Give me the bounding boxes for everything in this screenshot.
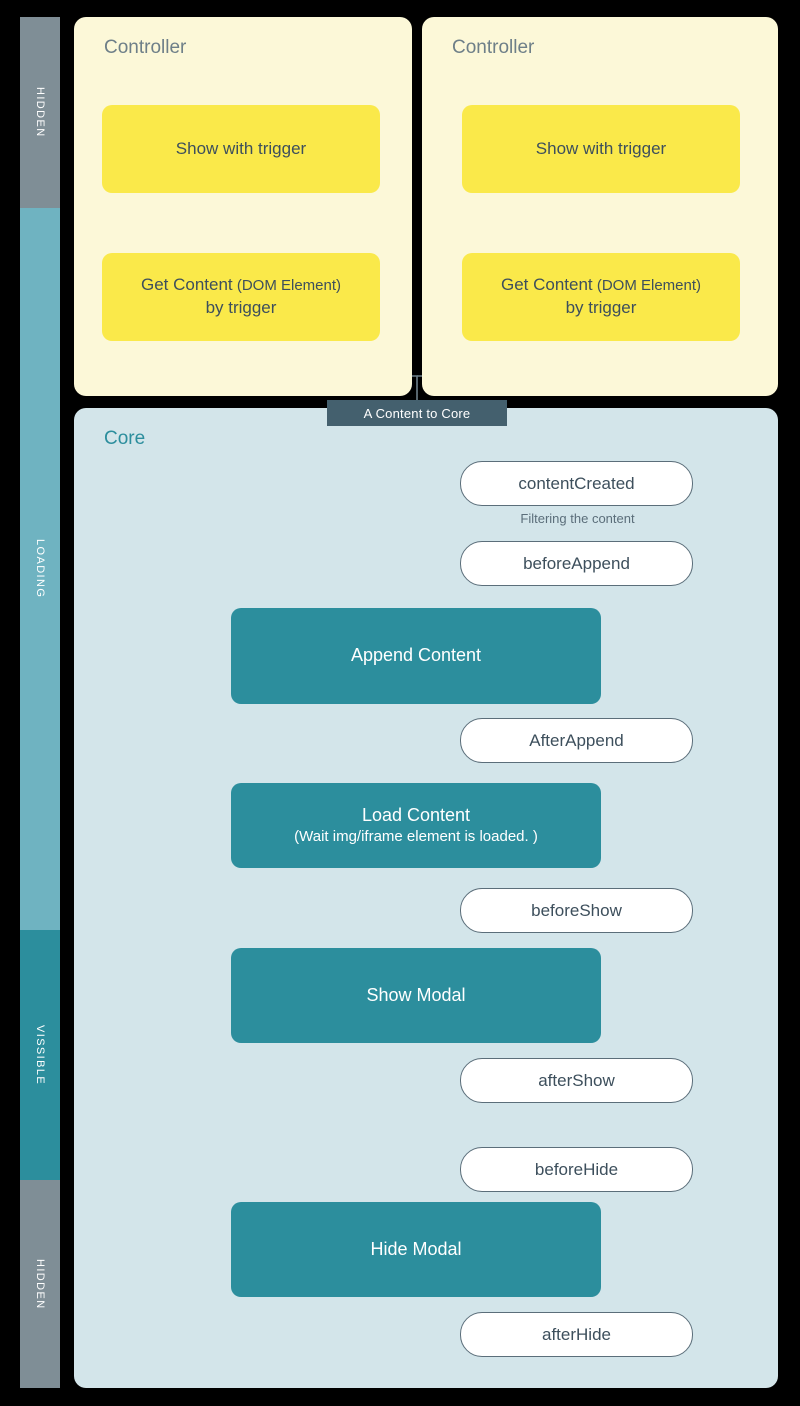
controller-panel-2: Controller Show with trigger Get Content… (422, 17, 778, 396)
state-band-label: HIDDEN (34, 1258, 46, 1310)
box-label: Get Content (140, 275, 233, 295)
panel-title: Core (104, 428, 146, 449)
box-title: Hide Modal (370, 1238, 462, 1259)
controller-panel-1: Controller Show with trigger Get Content… (74, 17, 412, 396)
event-pill-beforehide[interactable]: beforeHide (460, 1147, 693, 1192)
badge-label: A Content to Core (363, 405, 471, 421)
state-band-hidden-top: HIDDEN (20, 17, 60, 208)
show-with-trigger-box-1: Show with trigger (102, 105, 380, 193)
event-pill-afterappend[interactable]: AfterAppend (460, 718, 693, 763)
event-label: beforeHide (534, 1159, 619, 1179)
box-title: Append Content (350, 645, 482, 666)
box-label-line2: by trigger (565, 298, 637, 317)
box-label: Show with trigger (535, 138, 667, 158)
filtering-note: Filtering the content (461, 511, 694, 526)
event-label: AfterAppend (529, 730, 624, 750)
event-pill-beforeappend[interactable]: beforeAppend (460, 541, 693, 586)
box-label: Show with trigger (175, 138, 307, 158)
get-content-box-1: Get Content (DOM Element) by trigger (102, 253, 380, 341)
event-pill-aftershow[interactable]: afterShow (460, 1058, 693, 1103)
state-band-label: VISSIBLE (34, 1024, 46, 1086)
append-content-box: Append Content (231, 608, 601, 704)
hide-modal-box: Hide Modal (231, 1202, 601, 1297)
state-band-label: LOADING (34, 539, 46, 599)
panel-title: Controller (104, 37, 187, 58)
box-subtitle: (Wait img/iframe element is loaded. ) (294, 828, 538, 846)
state-band-loading: LOADING (20, 208, 60, 930)
content-to-core-badge: A Content to Core (327, 400, 507, 426)
note-text: Filtering the content (520, 511, 635, 526)
state-band-hidden-bottom: HIDDEN (20, 1180, 60, 1388)
show-modal-box: Show Modal (231, 948, 601, 1043)
box-label: Get Content (500, 275, 593, 295)
box-title: Show Modal (366, 984, 466, 1005)
get-content-box-2: Get Content (DOM Element) by trigger (462, 253, 740, 341)
state-band-visible: VISSIBLE (20, 930, 60, 1180)
state-rail: HIDDEN LOADING VISSIBLE HIDDEN (20, 0, 60, 1406)
panel-title: Controller (452, 37, 535, 58)
event-label: beforeShow (531, 900, 622, 920)
event-label: contentCreated (518, 473, 635, 493)
load-content-box: Load Content (Wait img/iframe element is… (231, 783, 601, 868)
event-pill-afterhide[interactable]: afterHide (460, 1312, 693, 1357)
event-label: afterShow (538, 1070, 615, 1090)
box-title: Load Content (361, 804, 471, 825)
show-with-trigger-box-2: Show with trigger (462, 105, 740, 193)
box-label-line2: by trigger (205, 298, 277, 317)
box-label-inline: (DOM Element) (592, 277, 702, 295)
box-label-inline: (DOM Element) (232, 277, 342, 295)
state-band-label: HIDDEN (34, 87, 46, 138)
event-pill-contentcreated[interactable]: contentCreated (460, 461, 693, 506)
event-pill-beforeshow[interactable]: beforeShow (460, 888, 693, 933)
event-label: afterHide (542, 1324, 611, 1344)
event-label: beforeAppend (523, 553, 630, 573)
